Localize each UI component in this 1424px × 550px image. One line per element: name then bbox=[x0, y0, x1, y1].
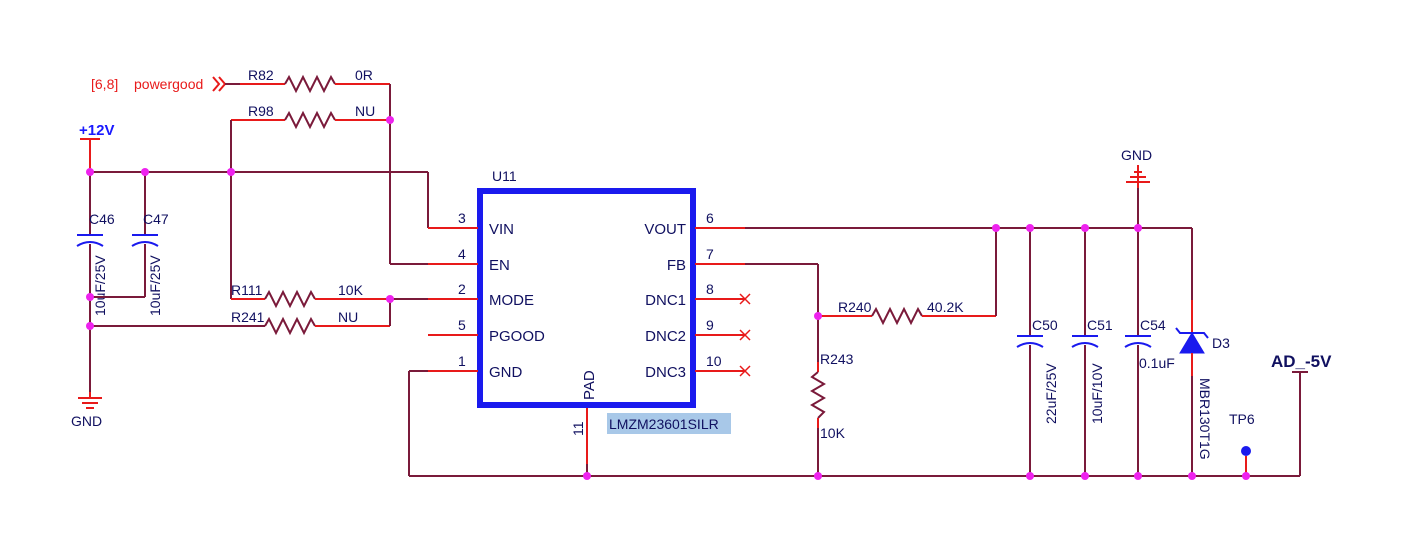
resistor-r241 bbox=[264, 316, 316, 336]
c47-ref: C47 bbox=[143, 211, 169, 227]
junction-dot bbox=[86, 322, 94, 330]
ground-icon bbox=[1126, 171, 1150, 183]
c46-ref: C46 bbox=[89, 211, 115, 227]
capacitor-c54 bbox=[1124, 335, 1152, 348]
capacitor-c46 bbox=[76, 234, 104, 247]
junction-dot bbox=[1026, 472, 1034, 480]
no-connect-icon bbox=[739, 329, 751, 341]
junction-dot bbox=[814, 312, 822, 320]
capacitor-c47 bbox=[131, 234, 159, 247]
pad-pin-num: 11 bbox=[570, 421, 586, 436]
pin-name-fb: FB bbox=[667, 257, 686, 274]
r243-value: 10K bbox=[820, 425, 846, 441]
pin-name-dnc1: DNC1 bbox=[645, 292, 686, 309]
pin-num-pgood: 5 bbox=[458, 317, 466, 333]
pin-num-vin: 3 bbox=[458, 210, 466, 226]
capacitor-c50 bbox=[1016, 335, 1044, 348]
junction-dot bbox=[814, 472, 822, 480]
r241-value: NU bbox=[338, 309, 358, 325]
r240-value: 40.2K bbox=[927, 299, 964, 315]
pin-name-dnc2: DNC2 bbox=[645, 328, 686, 345]
junction-dot bbox=[1026, 224, 1034, 232]
resistor-r243 bbox=[810, 371, 826, 419]
junction-dot bbox=[1134, 472, 1142, 480]
junction-dot bbox=[583, 472, 591, 480]
ground-icon bbox=[78, 397, 102, 409]
no-connect-icon bbox=[739, 293, 751, 305]
pin-name-en: EN bbox=[489, 257, 510, 274]
junction-dot bbox=[386, 295, 394, 303]
ic-part-number: LMZM23601SILR bbox=[609, 416, 719, 432]
net-label-powergood: powergood bbox=[134, 76, 203, 92]
pad-label: PAD bbox=[581, 370, 598, 400]
pin-num-dnc2: 9 bbox=[706, 317, 714, 333]
testpoint-icon bbox=[1241, 446, 1251, 456]
c54-value: 0.1uF bbox=[1139, 355, 1175, 371]
d3-value: MBR130T1G bbox=[1197, 378, 1213, 460]
junction-dot bbox=[1081, 224, 1089, 232]
d3-ref: D3 bbox=[1212, 335, 1230, 351]
pin-name-dnc3: DNC3 bbox=[645, 364, 686, 381]
c54-ref: C54 bbox=[1140, 317, 1166, 333]
resistor-r111 bbox=[264, 289, 316, 309]
tp6-ref: TP6 bbox=[1229, 411, 1255, 427]
junction-dot bbox=[141, 168, 149, 176]
resistor-r240 bbox=[871, 306, 923, 326]
junction-dot bbox=[1134, 224, 1142, 232]
pin-num-en: 4 bbox=[458, 246, 466, 262]
r98-ref: R98 bbox=[248, 103, 274, 119]
capacitor-c51 bbox=[1071, 335, 1099, 348]
pin-name-mode: MODE bbox=[489, 292, 534, 309]
ic-ref: U11 bbox=[492, 168, 517, 184]
ic-u11-body bbox=[477, 188, 696, 408]
junction-dot bbox=[386, 116, 394, 124]
sheet-reference: [6,8] bbox=[91, 76, 118, 92]
resistor-r82 bbox=[284, 74, 336, 94]
r241-ref: R241 bbox=[231, 309, 265, 325]
part-number-highlight bbox=[607, 413, 731, 434]
r240-ref: R240 bbox=[838, 299, 872, 315]
r243-ref: R243 bbox=[820, 351, 854, 367]
r82-ref: R82 bbox=[248, 67, 274, 83]
junction-dot bbox=[86, 168, 94, 176]
resistor-r98 bbox=[284, 110, 336, 130]
net-label-gnd-left: GND bbox=[71, 413, 102, 429]
c50-ref: C50 bbox=[1032, 317, 1058, 333]
junction-dot bbox=[1242, 472, 1250, 480]
r82-value: 0R bbox=[355, 67, 373, 83]
net-label-ad-5v: AD_-5V bbox=[1271, 352, 1332, 371]
r98-value: NU bbox=[355, 103, 375, 119]
no-connect-icon bbox=[739, 365, 751, 377]
pin-name-vout: VOUT bbox=[644, 221, 686, 238]
c47-value: 10uF/25V bbox=[147, 255, 163, 316]
offpage-connector-icon bbox=[212, 76, 227, 92]
pin-num-dnc1: 8 bbox=[706, 281, 714, 297]
pin-name-vin: VIN bbox=[489, 221, 514, 238]
pin-num-gnd: 1 bbox=[458, 353, 466, 369]
pin-name-pgood: PGOOD bbox=[489, 328, 545, 345]
c51-value: 10uF/10V bbox=[1089, 363, 1105, 424]
pin-num-mode: 2 bbox=[458, 281, 466, 297]
pin-num-dnc3: 10 bbox=[706, 353, 722, 369]
r111-value: 10K bbox=[338, 282, 364, 298]
net-label-gnd-top: GND bbox=[1121, 147, 1152, 163]
pin-num-vout: 6 bbox=[706, 210, 714, 226]
r111-ref: R111 bbox=[231, 282, 263, 298]
junction-dot bbox=[1188, 472, 1196, 480]
c51-ref: C51 bbox=[1087, 317, 1113, 333]
c46-value: 10uF/25V bbox=[92, 255, 108, 316]
junction-dots bbox=[86, 116, 1250, 480]
junction-dot bbox=[227, 168, 235, 176]
pin-name-gnd: GND bbox=[489, 364, 523, 381]
junction-dot bbox=[86, 293, 94, 301]
junction-dot bbox=[1081, 472, 1089, 480]
junction-dot bbox=[992, 224, 1000, 232]
c50-value: 22uF/25V bbox=[1043, 363, 1059, 424]
pin-num-fb: 7 bbox=[706, 246, 714, 262]
net-label-12v: +12V bbox=[79, 122, 114, 139]
